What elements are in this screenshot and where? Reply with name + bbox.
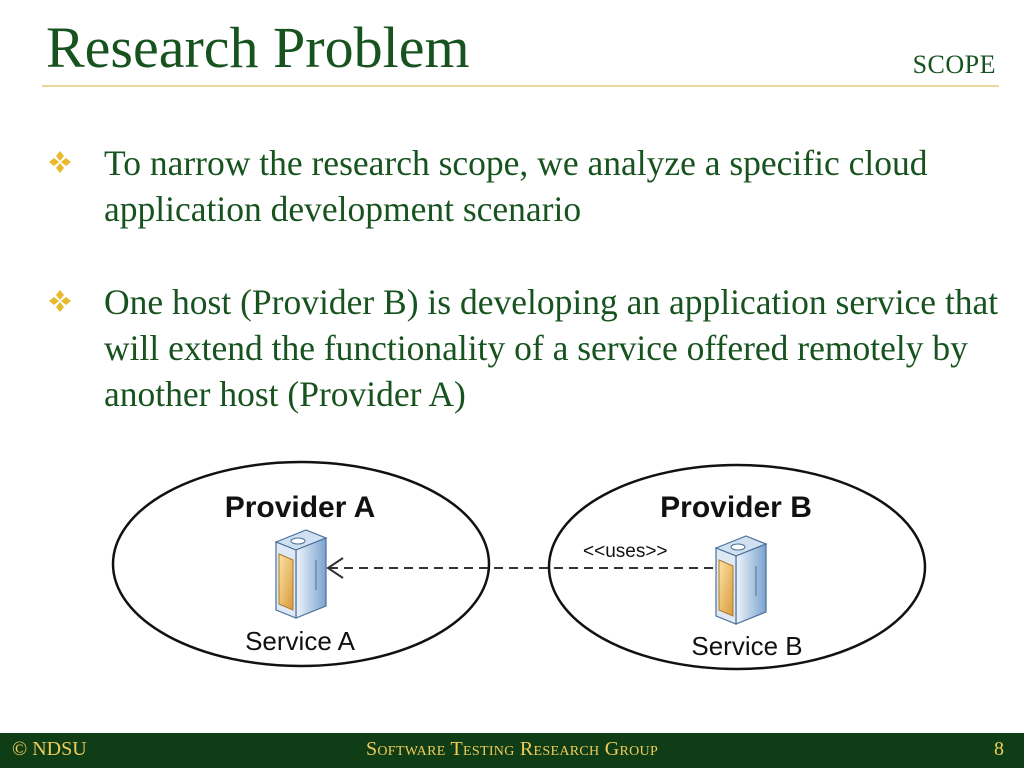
server-a-icon [274, 529, 328, 619]
provider-a-title: Provider A [225, 491, 376, 524]
footer-page-number: 8 [994, 738, 1004, 760]
footer-bar: © NDSU Software Testing Research Group 8 [0, 733, 1024, 768]
bullet-text: To narrow the research scope, we analyze… [104, 143, 928, 229]
section-tag: SCOPE [912, 50, 996, 79]
bullet-text: One host (Provider B) is developing an a… [104, 282, 999, 414]
diamond-bullet-icon [49, 290, 71, 312]
footer-group-name: Software Testing Research Group [365, 738, 659, 760]
title-divider [42, 85, 999, 87]
footer-copyright: © NDSU [12, 738, 87, 760]
diamond-bullet-icon [49, 151, 71, 173]
uses-stereotype-label: <<uses>> [583, 541, 668, 562]
provider-diagram: Provider A Provider B <<uses>> Service A… [111, 460, 927, 671]
provider-b-title: Provider B [660, 491, 812, 524]
server-b-icon [714, 535, 768, 625]
dependency-arrowhead [326, 557, 344, 579]
service-b-label: Service B [691, 631, 802, 661]
service-a-label: Service A [245, 626, 355, 656]
slide-title: Research Problem [46, 15, 470, 80]
